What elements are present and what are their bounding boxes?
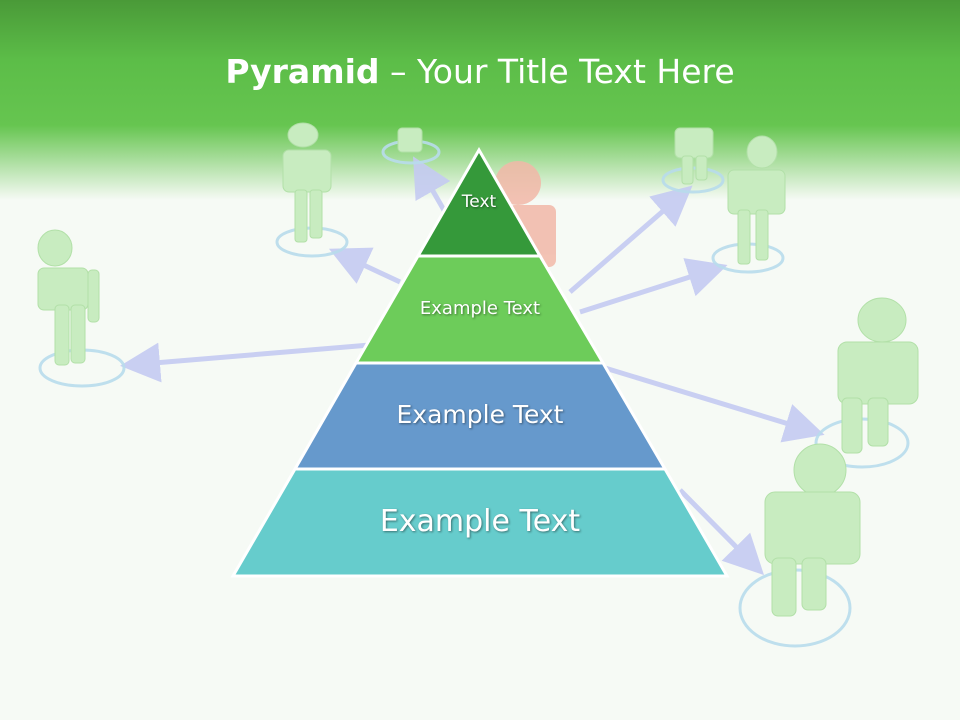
arrow-lower-right [604, 365, 825, 443]
person-lower-right-icon [837, 297, 919, 454]
title-rest: – Your Title Text Here [379, 52, 735, 91]
pyramid-level-2-label: Example Text [419, 298, 541, 319]
pyramid-level-4 [230, 467, 730, 578]
pyramid [230, 146, 730, 578]
title-bold: Pyramid [225, 52, 380, 91]
people-figures [37, 122, 919, 617]
pyramid-level-3-label: Example Text [396, 400, 564, 429]
arrow-left [120, 342, 371, 383]
pyramid-level-4-label: Example Text [379, 504, 581, 539]
person-top-icon [397, 127, 423, 153]
arrow-bottom-right [678, 488, 765, 576]
arrow-upper-right [568, 185, 693, 294]
arrow-top [413, 156, 451, 214]
slide-title: Pyramid – Your Title Text Here [0, 52, 960, 91]
person-right-icon [727, 135, 786, 265]
connection-arrows [120, 156, 825, 576]
pyramid-level-1-label: Text [461, 192, 497, 212]
arrow-upper-left [328, 247, 402, 285]
person-top-right-icon [674, 127, 714, 185]
arrow-right [579, 258, 728, 315]
person-upper-left-icon [282, 122, 332, 243]
person-bottom-right-icon [764, 443, 861, 617]
person-far-left-icon [37, 229, 100, 366]
